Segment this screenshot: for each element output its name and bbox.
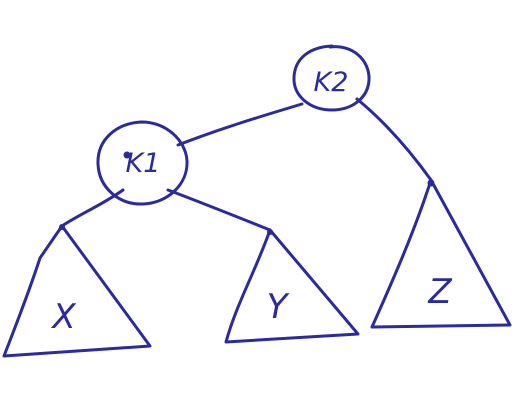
subtree-x: X — [2, 224, 152, 358]
subtree-z-apex-dot — [427, 179, 435, 187]
edge-k2-k1 — [176, 102, 304, 147]
node-k2-label: K2 — [314, 67, 349, 98]
node-k1-dot — [123, 151, 131, 159]
edge-k2-z — [355, 97, 433, 182]
edge-k1-x — [60, 188, 125, 228]
subtree-x-apex-dot — [59, 224, 65, 230]
subtree-z-label: Z — [427, 272, 452, 312]
subtree-z-triangle — [370, 178, 512, 329]
node-k1-circle — [96, 120, 189, 206]
node-k2: K2 — [292, 44, 371, 112]
subtree-y-label: Y — [267, 287, 290, 327]
node-k2-circle — [292, 44, 371, 112]
subtree-x-triangle — [2, 224, 152, 358]
subtree-y-apex-dot — [267, 229, 273, 235]
node-k1: K1 — [96, 120, 189, 206]
subtree-x-label: X — [50, 297, 76, 337]
subtree-y: Y — [224, 228, 360, 344]
subtree-y-triangle — [224, 228, 360, 344]
edge-k1-y — [166, 188, 272, 232]
subtree-z: Z — [370, 178, 512, 329]
node-k1-label: K1 — [126, 148, 161, 179]
